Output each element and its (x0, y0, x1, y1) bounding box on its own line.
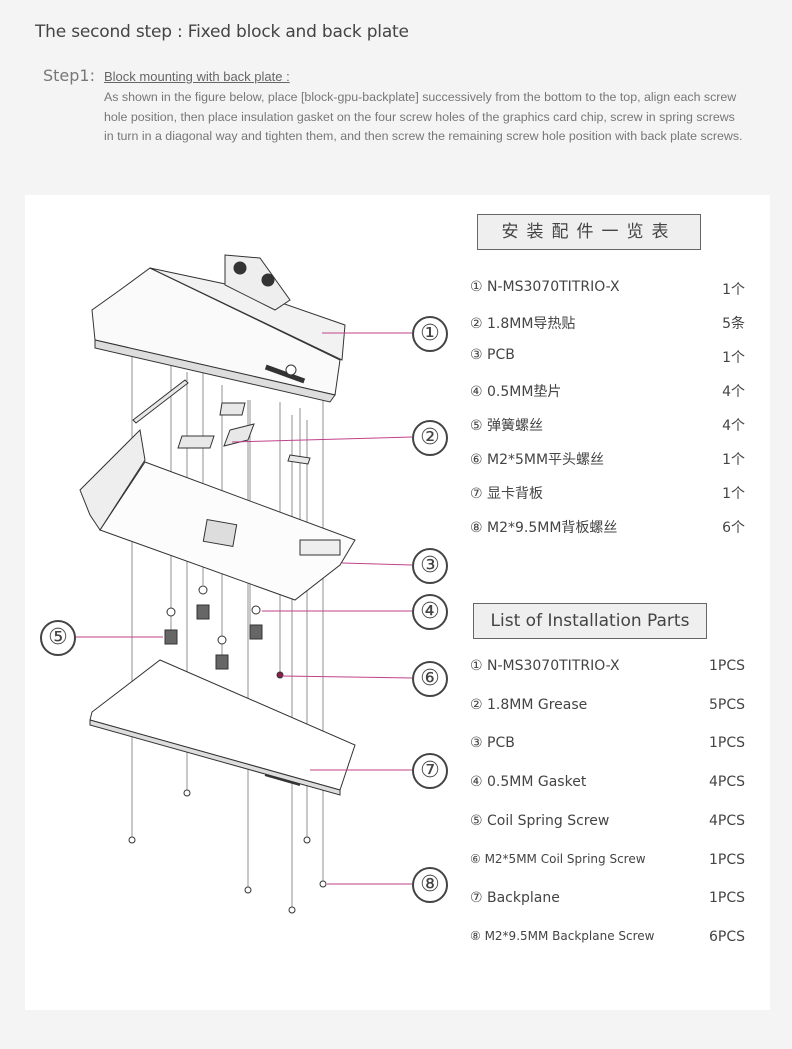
callout-3: ③ (412, 548, 448, 584)
part-qty: 1PCS (708, 658, 745, 674)
callout-8: ⑧ (412, 867, 448, 903)
part-qty: 4PCS (708, 812, 745, 829)
callout-2: ② (412, 420, 448, 456)
part-name: ④ 0.5MM Gasket (470, 774, 587, 791)
leader-lines (73, 332, 413, 885)
parts-row: ② 1.8MM导热贴 5条 (470, 313, 745, 333)
parts-row: ③ PCB 1个 (470, 347, 745, 367)
part-qty: 1个 (722, 452, 745, 468)
parts-row: ⑦ 显卡背板 1个 (470, 483, 745, 503)
part-qty: 1PCS (708, 851, 745, 868)
parts-row: ① N-MS3070TITRIO-X 1PCS (470, 658, 745, 674)
part-qty: 6PCS (708, 928, 745, 945)
parts-row: ⑤ 弹簧螺丝 4个 (470, 415, 745, 435)
part-qty: 5PCS (708, 696, 745, 713)
parts-row: ⑧ M2*9.5MM背板螺丝 6个 (470, 517, 745, 537)
parts-row: ⑧ M2*9.5MM Backplane Screw 6PCS (470, 929, 745, 945)
part-name: ② 1.8MM导热贴 (470, 316, 576, 332)
part-qty: 6个 (722, 520, 745, 536)
parts-row: ① N-MS3070TITRIO-X 1个 (470, 279, 745, 299)
alignment-lines (131, 348, 324, 908)
spring-screws (164, 585, 284, 679)
water-block (91, 254, 346, 403)
part-name: ⑦ 显卡背板 (470, 486, 544, 502)
thermal-pads (132, 379, 311, 465)
backplate-screws (128, 789, 327, 914)
part-qty: 4PCS (708, 774, 745, 791)
en-parts-table-title: List of Installation Parts (473, 603, 707, 639)
part-name: ② 1.8MM Grease (470, 696, 588, 713)
part-name: ⑤ 弹簧螺丝 (470, 418, 544, 434)
callout-5: ⑤ (40, 620, 76, 656)
backplate (89, 659, 356, 796)
part-qty: 1个 (722, 350, 745, 366)
step-heading: Block mounting with back plate : (104, 69, 290, 84)
parts-row: ④ 0.5MM Gasket 4PCS (470, 774, 745, 790)
step-label: Step1: (43, 66, 95, 85)
part-name: ⑧ M2*9.5MM背板螺丝 (470, 520, 618, 536)
callout-4: ④ (412, 594, 448, 630)
part-qty: 1PCS (708, 735, 745, 752)
part-qty: 5条 (722, 316, 745, 332)
part-name: ① N-MS3070TITRIO-X (470, 658, 620, 674)
part-qty: 1PCS (708, 890, 745, 907)
callout-7: ⑦ (412, 753, 448, 789)
part-name: ⑧ M2*9.5MM Backplane Screw (470, 928, 655, 943)
part-name: ① N-MS3070TITRIO-X (470, 279, 620, 295)
part-name: ⑦ Backplane (470, 890, 560, 907)
parts-row: ⑥ M2*5MM平头螺丝 1个 (470, 449, 745, 469)
parts-row: ② 1.8MM Grease 5PCS (470, 697, 745, 713)
part-qty: 1个 (722, 486, 745, 502)
part-name: ⑥ M2*5MM平头螺丝 (470, 452, 605, 468)
part-name: ⑥ M2*5MM Coil Spring Screw (470, 851, 646, 866)
parts-row: ③ PCB 1PCS (470, 735, 745, 751)
parts-row: ④ 0.5MM垫片 4个 (470, 381, 745, 401)
step-description: As shown in the figure below, place [blo… (104, 90, 743, 143)
parts-row: ⑥ M2*5MM Coil Spring Screw 1PCS (470, 852, 745, 868)
parts-row: ⑤ Coil Spring Screw 4PCS (470, 813, 745, 829)
part-qty: 1个 (722, 282, 745, 298)
part-name: ③ PCB (470, 735, 515, 752)
parts-row: ⑦ Backplane 1PCS (470, 890, 745, 906)
callout-6: ⑥ (412, 661, 448, 697)
pcb (79, 428, 356, 601)
part-name: ⑤ Coil Spring Screw (470, 812, 610, 829)
part-qty: 4个 (722, 418, 745, 434)
part-qty: 4个 (722, 384, 745, 400)
cn-parts-table-title: 安装配件一览表 (477, 214, 701, 250)
page-title: The second step : Fixed block and back p… (35, 22, 409, 42)
part-name: ④ 0.5MM垫片 (470, 384, 562, 400)
callout-1: ① (412, 316, 448, 352)
part-name: ③ PCB (470, 347, 515, 363)
